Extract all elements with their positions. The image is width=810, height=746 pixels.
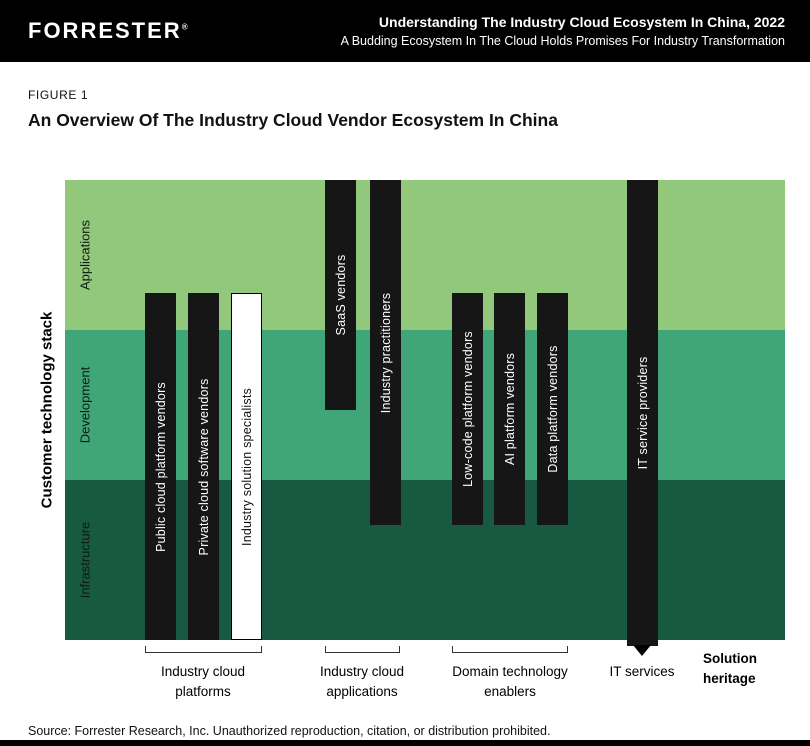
down-arrow-icon [633,645,651,656]
header-text: Understanding The Industry Cloud Ecosyst… [341,14,785,48]
report-header: FORRESTER® Understanding The Industry Cl… [0,0,810,62]
bar-label: Industry practitioners [378,292,393,413]
forrester-logo: FORRESTER® [28,18,188,44]
bar-label: AI platform vendors [502,352,517,466]
bracket-domain-technology-enablers [452,646,568,653]
bar-label: Low-code platform vendors [460,331,475,487]
group-label-domain-technology-enablers: Domain technology enablers [452,664,568,699]
figure-title: An Overview Of The Industry Cloud Vendor… [28,110,558,130]
band-infrastructure: Infrastructure [65,480,785,640]
technology-stack-plot: Applications Development Infrastructure [65,180,785,640]
bar-ai-platform-vendors: AI platform vendors [494,293,525,525]
bar-industry-practitioners: Industry practitioners [370,180,401,525]
bar-private-cloud-software-vendors: Private cloud software vendors [188,293,219,640]
report-subtitle: A Budding Ecosystem In The Cloud Holds P… [340,34,785,48]
bar-data-platform-vendors: Data platform vendors [537,293,568,525]
bar-label: Public cloud platform vendors [153,381,168,552]
source-line: Source: Forrester Research, Inc. Unautho… [28,724,551,738]
group-label-industry-cloud-applications: Industry cloud applications [319,664,405,699]
bar-low-code-platform-vendors: Low-code platform vendors [452,293,483,525]
bar-label: IT service providers [635,356,650,470]
figure-label: FIGURE 1 [28,88,89,102]
bracket-industry-cloud-applications [325,646,400,653]
group-label-it-services: IT services [609,664,675,679]
bar-it-service-providers: IT service providers [627,180,658,646]
band-applications: Applications [65,180,785,330]
bar-industry-solution-specialists: Industry solution specialists [231,293,262,640]
bar-saas-vendors: SaaS vendors [325,180,356,410]
bottom-bar [0,740,810,746]
report-title: Understanding The Industry Cloud Ecosyst… [378,14,785,30]
bar-label: Data platform vendors [545,345,560,473]
solution-heritage-label: Solution heritage [703,651,757,686]
registered-mark-icon: ® [181,22,188,32]
bar-label: Private cloud software vendors [196,378,211,555]
logo-text: FORRESTER [28,18,182,43]
group-label-industry-cloud-platforms: Industry cloud platforms [160,664,246,699]
band-development: Development [65,330,785,480]
band-label-development: Development [77,366,93,444]
bar-public-cloud-platform-vendors: Public cloud platform vendors [145,293,176,640]
bar-label: SaaS vendors [333,254,348,336]
bar-label: Industry solution specialists [239,387,254,546]
band-label-infrastructure: Infrastructure [77,521,93,599]
bracket-industry-cloud-platforms [145,646,262,653]
band-label-applications: Applications [77,219,93,291]
axis-label-customer-technology-stack: Customer technology stack [38,311,56,509]
